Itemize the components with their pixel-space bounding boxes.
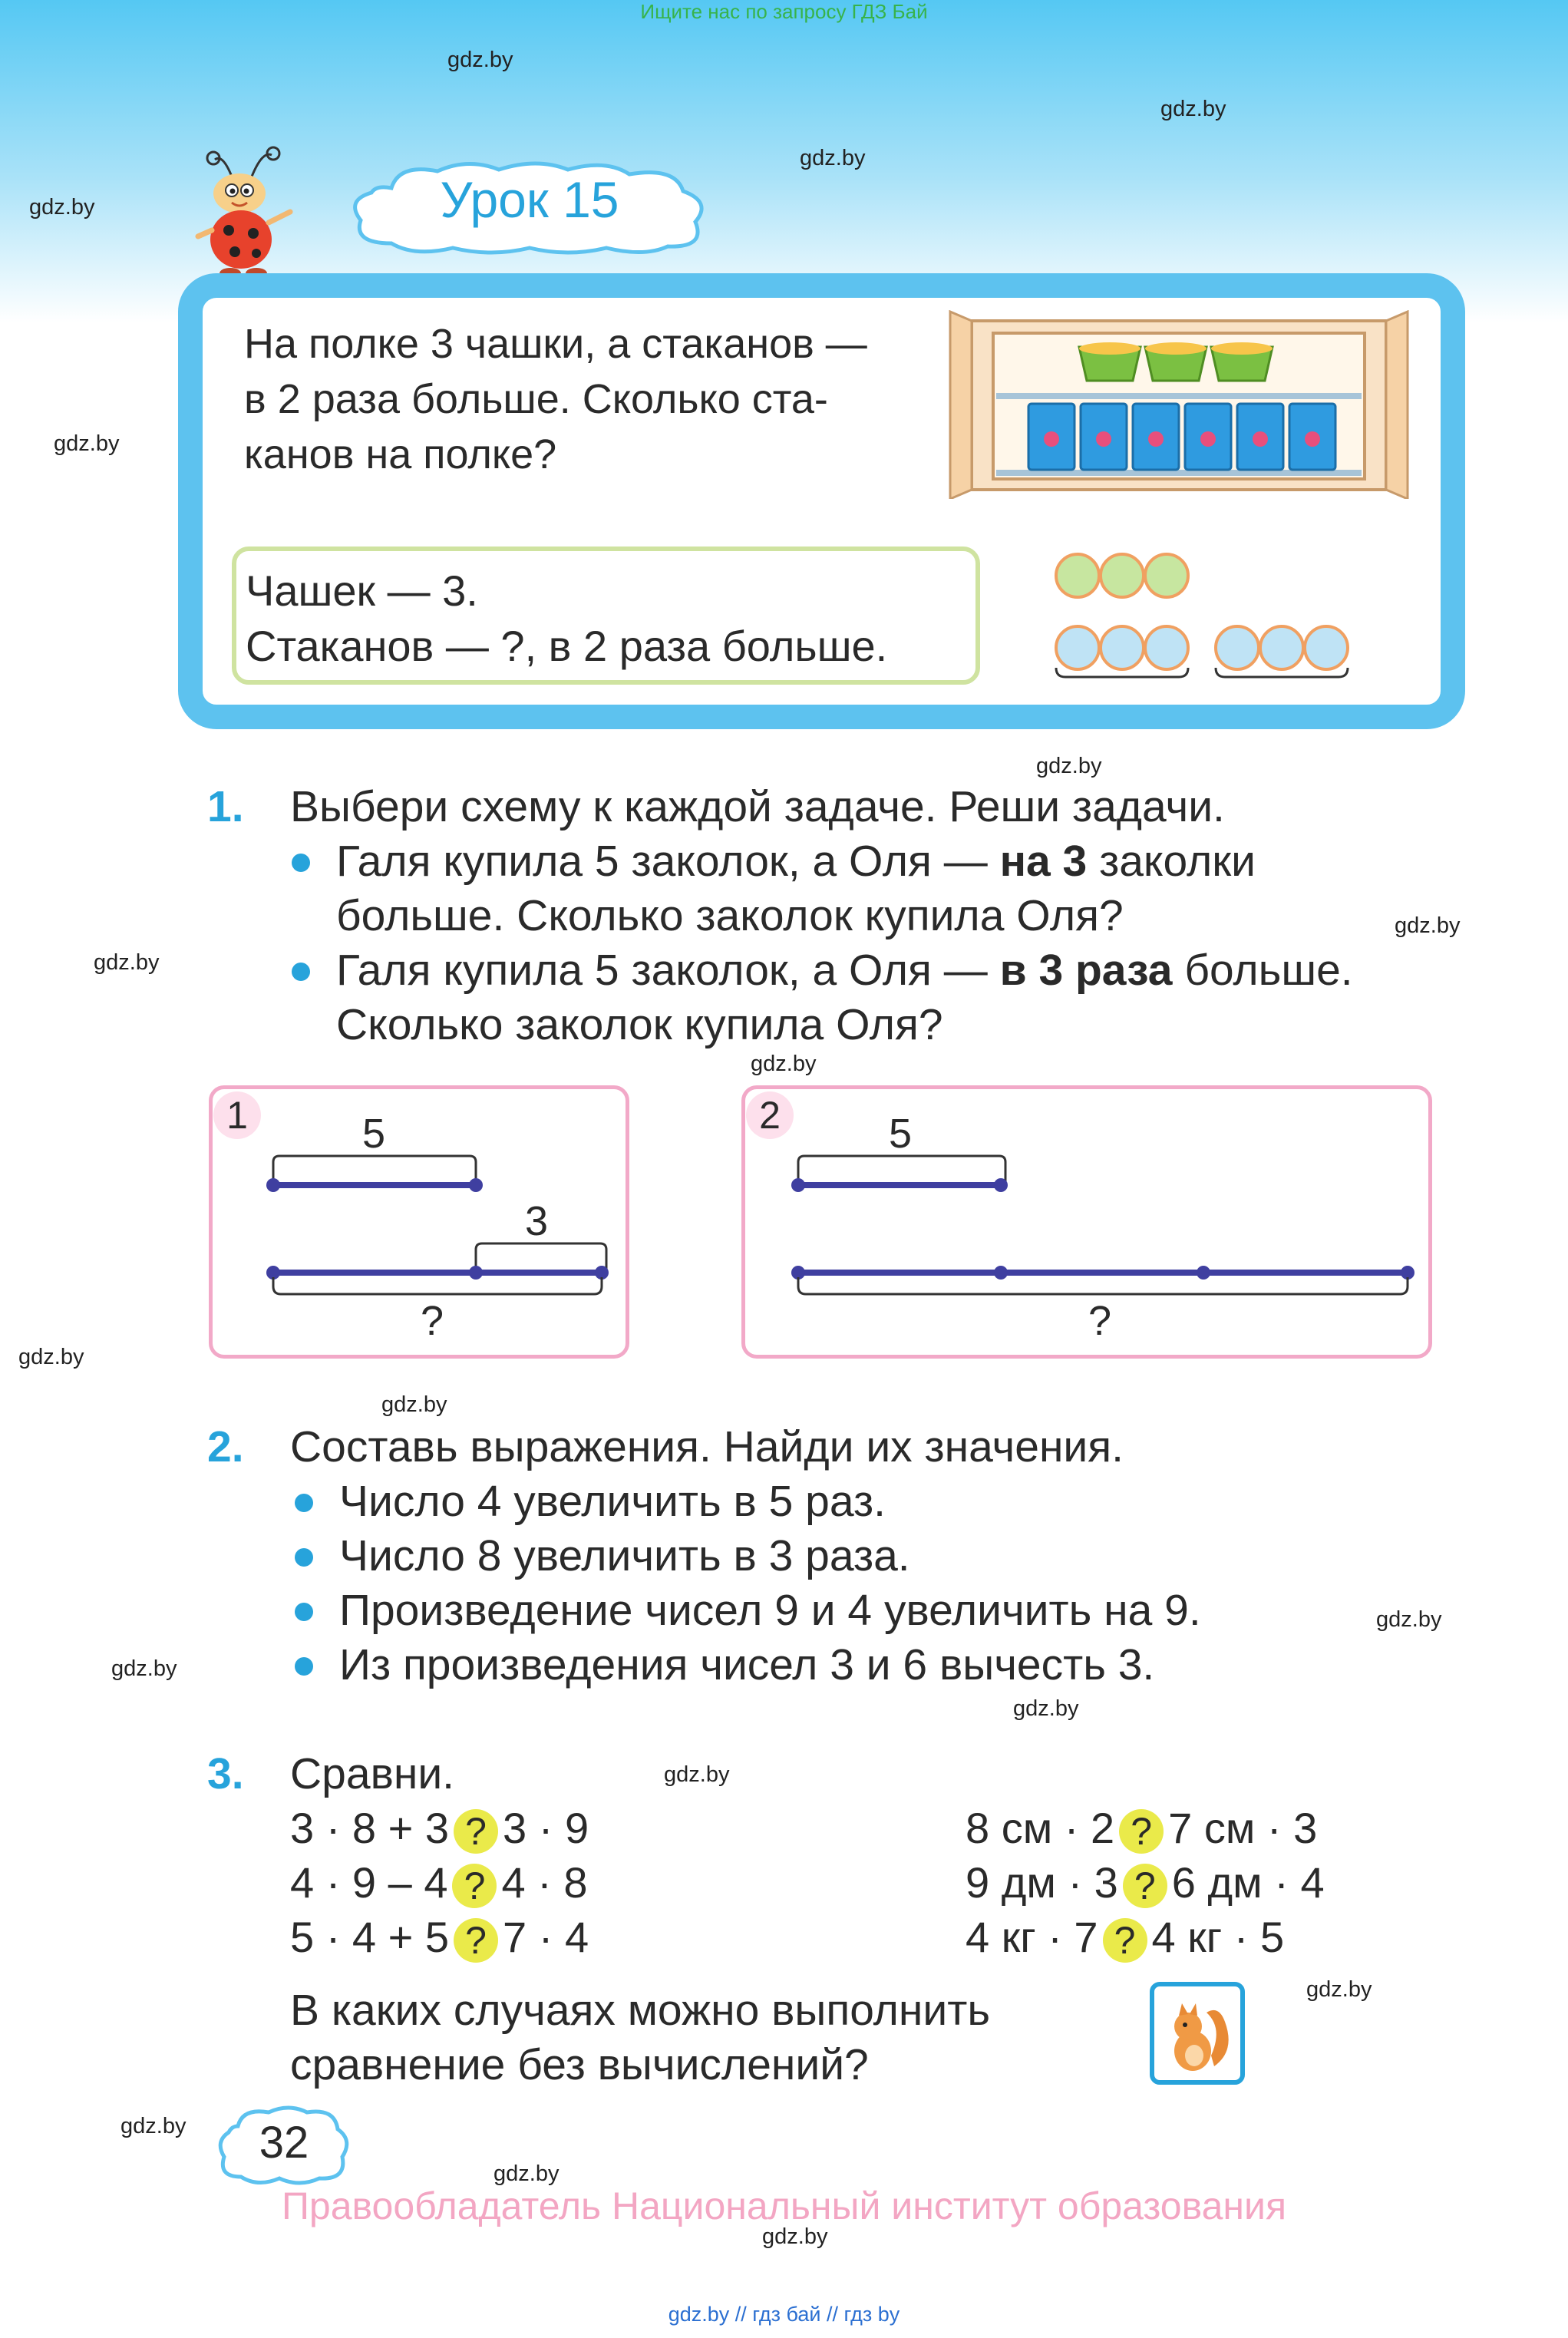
watermark: gdz.by	[54, 431, 120, 456]
page-number-cloud-icon	[218, 2105, 349, 2185]
scheme-2	[741, 1085, 1432, 1359]
task2-item: Число 4 увеличить в 5 раз.	[339, 1477, 886, 1526]
bullet	[295, 1603, 313, 1621]
scheme-2-badge: 2	[746, 1091, 794, 1139]
compare-row: 3 · 8 + 3?3 · 9	[290, 1804, 589, 1854]
footer-links[interactable]: gdz.by // гдз бай // гдз by	[668, 2303, 900, 2326]
watermark: gdz.by	[1013, 1696, 1079, 1721]
cup-icon	[1144, 342, 1208, 382]
scheme-1-extra-label: 3	[525, 1198, 549, 1244]
scheme-1-segments	[266, 1154, 609, 1296]
scheme-1	[209, 1085, 629, 1359]
glass-circle	[1214, 625, 1260, 671]
task2-heading: Составь выражения. Найди их значения.	[290, 1422, 1124, 1471]
cup-circle	[1055, 553, 1101, 599]
compare-row: 8 см · 2?7 см · 3	[966, 1804, 1318, 1854]
task2-item: Число 8 увеличить в 3 раза.	[339, 1531, 910, 1580]
glass-circle	[1259, 625, 1305, 671]
question-mark[interactable]: ?	[454, 1918, 499, 1963]
page-number: 32	[259, 2118, 309, 2168]
task1-b2-line1: Галя купила 5 заколок, а Оля — в 3 раза …	[336, 946, 1353, 995]
intro-task-line: в 2 раза больше. Сколько ста-	[244, 376, 828, 422]
rights-notice: Правообладатель Национальный институт об…	[281, 2184, 1287, 2227]
task1-heading: Выбери схему к каждой задаче. Реши задач…	[290, 782, 1225, 831]
given-text: Чашек — 3. Стаканов — ?, в 2 раза больше…	[246, 563, 887, 674]
scheme-2-segments	[791, 1154, 1415, 1296]
task3-question-line: сравнение без вычислений?	[290, 2040, 869, 2089]
intro-task-line: канов на полке?	[244, 431, 557, 477]
watermark: gdz.by	[29, 195, 95, 220]
compare-row: 9 дм · 3?6 дм · 4	[966, 1858, 1325, 1909]
watermark: gdz.by	[1376, 1607, 1442, 1632]
circle-scheme	[1055, 553, 1349, 679]
title-cloud-icon	[353, 161, 704, 255]
watermark: gdz.by	[111, 1656, 177, 1681]
task3-question-line: В каких случаях можно выполнить	[290, 1986, 991, 2035]
bullet	[295, 1657, 313, 1676]
given-line: Чашек — 3.	[246, 566, 478, 615]
watermark: gdz.by	[800, 146, 866, 170]
glass-circle	[1303, 625, 1349, 671]
watermark: gdz.by	[494, 2161, 560, 2186]
watermark: gdz.by	[18, 1345, 84, 1369]
watermark: gdz.by	[762, 2224, 828, 2249]
task1-b1-line1: Галя купила 5 заколок, а Оля — на 3 зако…	[336, 837, 1256, 886]
cup-circle	[1099, 553, 1145, 599]
given-line: Стаканов — ?, в 2 раза больше.	[246, 622, 888, 670]
glass-circle	[1144, 625, 1190, 671]
watermark: gdz.by	[751, 1052, 817, 1076]
watermark: gdz.by	[447, 48, 513, 72]
glass-circle	[1099, 625, 1145, 671]
task3-number: 3.	[207, 1749, 244, 1798]
cup-icon	[1210, 342, 1274, 382]
compare-row: 4 кг · 7?4 кг · 5	[966, 1913, 1285, 1963]
question-mark[interactable]: ?	[452, 1864, 497, 1909]
watermark: gdz.by	[1306, 1977, 1372, 2002]
question-mark[interactable]: ?	[1122, 1864, 1167, 1909]
scheme-1-bottom-label: ?	[421, 1298, 444, 1344]
bullet	[295, 1548, 313, 1567]
bullet	[295, 1494, 313, 1512]
task3-heading: Сравни.	[290, 1749, 455, 1798]
shelf-illustration	[949, 310, 1409, 499]
task2-item: Из произведения чисел 3 и 6 вычесть 3.	[339, 1640, 1155, 1689]
cup-icon	[1078, 342, 1142, 382]
watermark: gdz.by	[1036, 754, 1102, 778]
watermark: gdz.by	[381, 1392, 447, 1417]
task1-b1-line2: больше. Сколько заколок купила Оля?	[336, 891, 1124, 940]
watermark: gdz.by	[664, 1762, 730, 1787]
task2-item: Произведение чисел 9 и 4 увеличить на 9.	[339, 1586, 1201, 1635]
scheme-2-bottom-label: ?	[1088, 1298, 1112, 1344]
ladybug-mascot-icon	[195, 146, 293, 279]
intro-task: На полке 3 чашки, а стаканов — в 2 раза …	[244, 316, 935, 482]
task1-b2-line2: Сколько заколок купила Оля?	[336, 1000, 943, 1049]
task2-number: 2.	[207, 1422, 244, 1471]
scheme-2-top-label: 5	[889, 1111, 913, 1157]
given-box	[232, 547, 980, 685]
watermark: gdz.by	[1160, 97, 1226, 121]
scheme-1-badge: 1	[213, 1091, 261, 1139]
scheme-1-top-label: 5	[362, 1111, 386, 1157]
task1-number: 1.	[207, 782, 244, 831]
watermark: gdz.by	[1395, 913, 1461, 938]
bullet	[292, 854, 310, 872]
question-mark[interactable]: ?	[1119, 1809, 1164, 1854]
compare-row: 5 · 4 + 5?7 · 4	[290, 1913, 589, 1963]
intro-task-line: На полке 3 чашки, а стаканов —	[244, 321, 867, 367]
watermark: gdz.by	[94, 950, 160, 975]
lesson-title: Урок 15	[440, 171, 619, 228]
bullet	[292, 963, 310, 981]
question-mark[interactable]: ?	[454, 1809, 499, 1854]
squirrel-icon	[1150, 1982, 1245, 2085]
watermark: gdz.by	[120, 2114, 187, 2138]
glass-circle	[1055, 625, 1101, 671]
compare-row: 4 · 9 – 4?4 · 8	[290, 1858, 588, 1909]
cup-circle	[1144, 553, 1190, 599]
top-banner: Ищите нас по запросу ГДЗ Бай	[640, 0, 928, 23]
question-mark[interactable]: ?	[1102, 1918, 1147, 1963]
